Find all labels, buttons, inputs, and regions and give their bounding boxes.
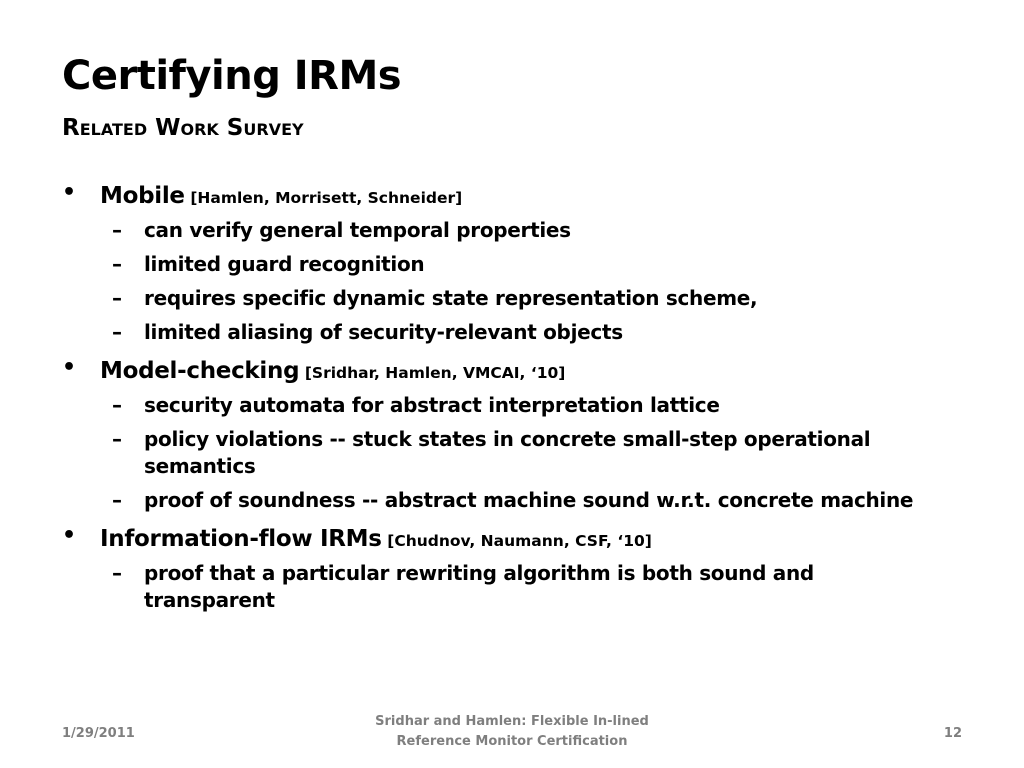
slide-title: Certifying IRMs — [62, 53, 402, 99]
footer-title-line: Reference Monitor Certification — [396, 734, 628, 749]
slide-number: 12 — [943, 726, 962, 741]
section-mobile: • Mobile [Hamlen, Morrisett, Schneider] — [62, 178, 962, 214]
sub-item: –can verify general temporal properties — [62, 217, 934, 244]
dash-icon: – — [112, 286, 122, 310]
bullet-icon: • — [62, 523, 77, 548]
sub-item: –proof of soundness -- abstract machine … — [62, 487, 934, 514]
slide-subtitle: Related Work Survey — [62, 115, 304, 141]
sub-item-text: can verify general temporal properties — [144, 218, 571, 242]
bullet-icon: • — [62, 180, 77, 205]
sub-item: –policy violations -- stuck states in co… — [62, 426, 934, 480]
dash-icon: – — [112, 561, 122, 585]
footer-title-line: Sridhar and Hamlen: Flexible In-lined — [375, 714, 649, 729]
sub-item: –limited guard recognition — [62, 251, 934, 278]
sub-item-text: proof of soundness -- abstract machine s… — [144, 488, 914, 512]
section-citation: [Chudnov, Naumann, CSF, ‘10] — [387, 532, 652, 550]
section-heading: Mobile — [100, 183, 185, 209]
dash-icon: – — [112, 427, 122, 451]
sub-item-text: policy violations -- stuck states in con… — [144, 427, 871, 478]
sub-item-text: limited guard recognition — [144, 252, 425, 276]
sub-item: –proof that a particular rewriting algor… — [62, 560, 934, 614]
sub-item-text: security automata for abstract interpret… — [144, 393, 720, 417]
section-heading: Information-flow IRMs — [100, 526, 382, 552]
section-citation: [Hamlen, Morrisett, Schneider] — [190, 189, 463, 207]
dash-icon: – — [112, 488, 122, 512]
section-heading: Model-checking — [100, 358, 300, 384]
sub-item-text: proof that a particular rewriting algori… — [144, 561, 814, 612]
bullet-list: • Mobile [Hamlen, Morrisett, Schneider] … — [62, 178, 962, 621]
sub-item-text: requires specific dynamic state represen… — [144, 286, 758, 310]
sub-item: –requires specific dynamic state represe… — [62, 285, 934, 312]
footer-title: Sridhar and Hamlen: Flexible In-lined Re… — [312, 712, 712, 752]
bullet-icon: • — [62, 355, 77, 380]
footer-date: 1/29/2011 — [62, 726, 135, 741]
dash-icon: – — [112, 393, 122, 417]
dash-icon: – — [112, 252, 122, 276]
section-citation: [Sridhar, Hamlen, VMCAI, ‘10] — [304, 364, 566, 382]
sub-item-text: limited aliasing of security-relevant ob… — [144, 320, 623, 344]
section-information-flow: • Information-flow IRMs [Chudnov, Nauman… — [62, 521, 962, 557]
dash-icon: – — [112, 320, 122, 344]
sub-item: –limited aliasing of security-relevant o… — [62, 319, 934, 346]
section-model-checking: • Model-checking [Sridhar, Hamlen, VMCAI… — [62, 353, 962, 389]
sub-item: –security automata for abstract interpre… — [62, 392, 934, 419]
dash-icon: – — [112, 218, 122, 242]
